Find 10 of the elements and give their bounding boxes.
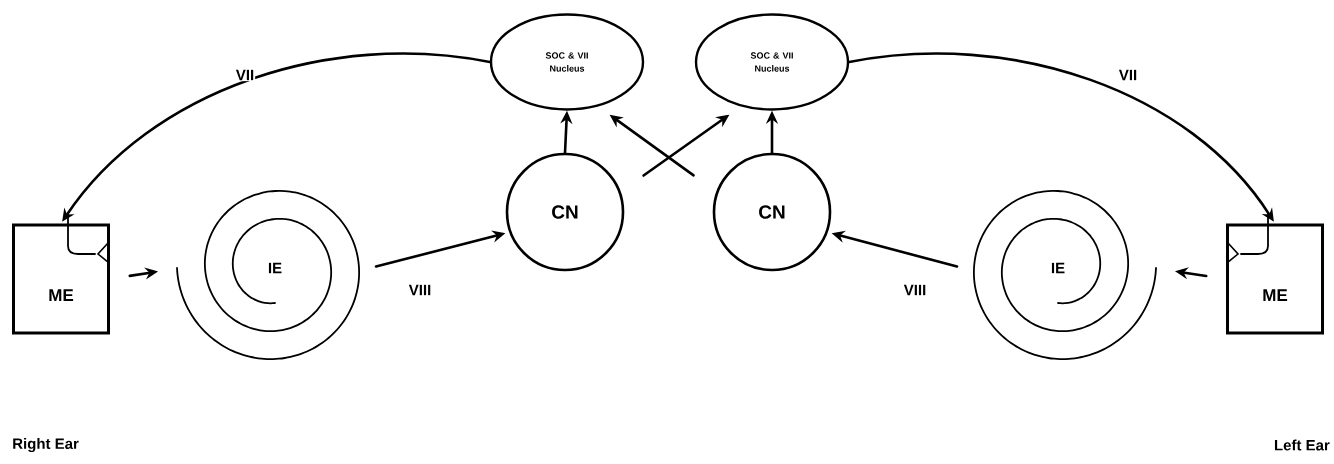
ear-label: Right Ear (13, 438, 79, 453)
edge-label: VIII (902, 283, 928, 297)
middle-ear-box: ME (1226, 212, 1324, 335)
edge-label: VII (234, 68, 256, 82)
edge-label: VIII (407, 283, 433, 297)
edge-label: VII (1117, 68, 1139, 82)
ear-label: Left Ear (1274, 439, 1330, 451)
cochlea-spiral: IE (176, 190, 360, 360)
middle-ear-box: ME (12, 212, 110, 335)
cochlea-spiral: IE (973, 190, 1157, 360)
